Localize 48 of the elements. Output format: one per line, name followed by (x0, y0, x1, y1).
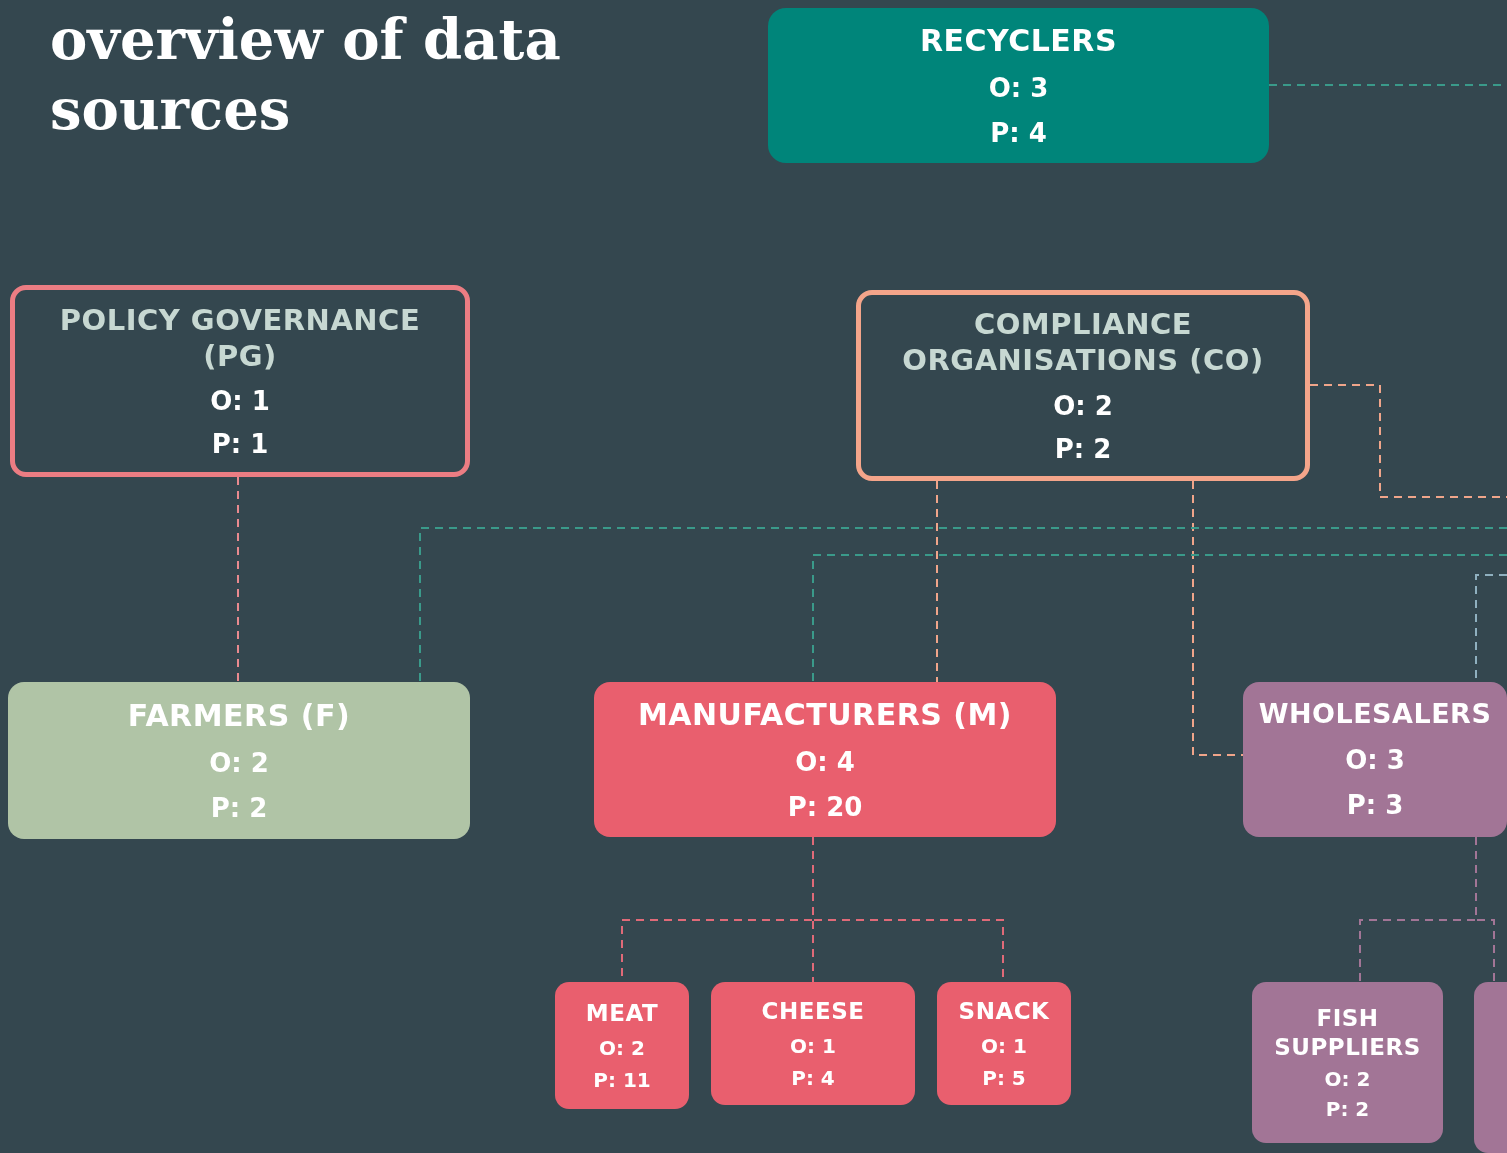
dashed-connector (812, 554, 1507, 683)
category-title: FARMERS (F) (127, 696, 351, 735)
category-title: CHEESE (761, 997, 865, 1026)
category-box (768, 8, 1269, 163)
title: overview of data sources (50, 5, 562, 144)
dashed-connector (237, 476, 239, 683)
dashed-connector (1192, 480, 1244, 756)
count-label: O: 1 (790, 1033, 836, 1058)
count-label: O: 1 (210, 386, 270, 418)
outlined-box (856, 290, 1310, 481)
dashed-connector (419, 527, 1507, 683)
category-title: WHOLESALERS (1258, 697, 1492, 732)
count-label: O: 2 (1053, 390, 1113, 422)
category-box (1243, 682, 1507, 837)
count-label: P: 4 (791, 1065, 835, 1090)
count-label: O: 2 (599, 1035, 645, 1060)
category-title: MANUFACTURERS (M) (637, 695, 1013, 734)
category-box (8, 682, 470, 839)
count-label: P: 2 (1054, 433, 1112, 465)
category-title: POLICY GOVERNANCE (PG) (58, 301, 422, 375)
count-label: P: 11 (593, 1067, 651, 1092)
count-label: P: 2 (210, 793, 268, 825)
count-label: P: 1 (211, 429, 269, 461)
dashed-connector (1309, 384, 1507, 498)
dashed-connector (936, 480, 938, 683)
count-label: P: 5 (982, 1065, 1026, 1090)
category-box (711, 982, 915, 1105)
dashed-connector (1475, 836, 1495, 983)
category-title: FISH SUPPLIERS (1273, 1003, 1422, 1062)
count-label: O: 1 (981, 1033, 1027, 1058)
category-title: MEAT (585, 999, 659, 1028)
category-box (594, 682, 1056, 837)
count-label: O: 2 (1324, 1067, 1371, 1092)
count-label: O: 3 (988, 73, 1049, 105)
count-label: P: 4 (990, 118, 1047, 150)
count-label: P: 2 (1325, 1097, 1370, 1122)
category-title: SNACK (958, 997, 1050, 1026)
category-box (555, 982, 689, 1109)
count-label: O: 3 (1345, 745, 1405, 777)
count-label: P: 20 (787, 792, 863, 824)
category-box (1252, 982, 1443, 1143)
category-box (937, 982, 1071, 1105)
category-title: RECYCLERS (919, 21, 1118, 60)
category-title: COMPLIANCE ORGANISATIONS (CO) (901, 306, 1265, 379)
outlined-box (10, 285, 470, 477)
count-label: O: 4 (795, 747, 855, 779)
count-label: P: 3 (1346, 790, 1404, 822)
count-label: O: 2 (209, 748, 269, 780)
